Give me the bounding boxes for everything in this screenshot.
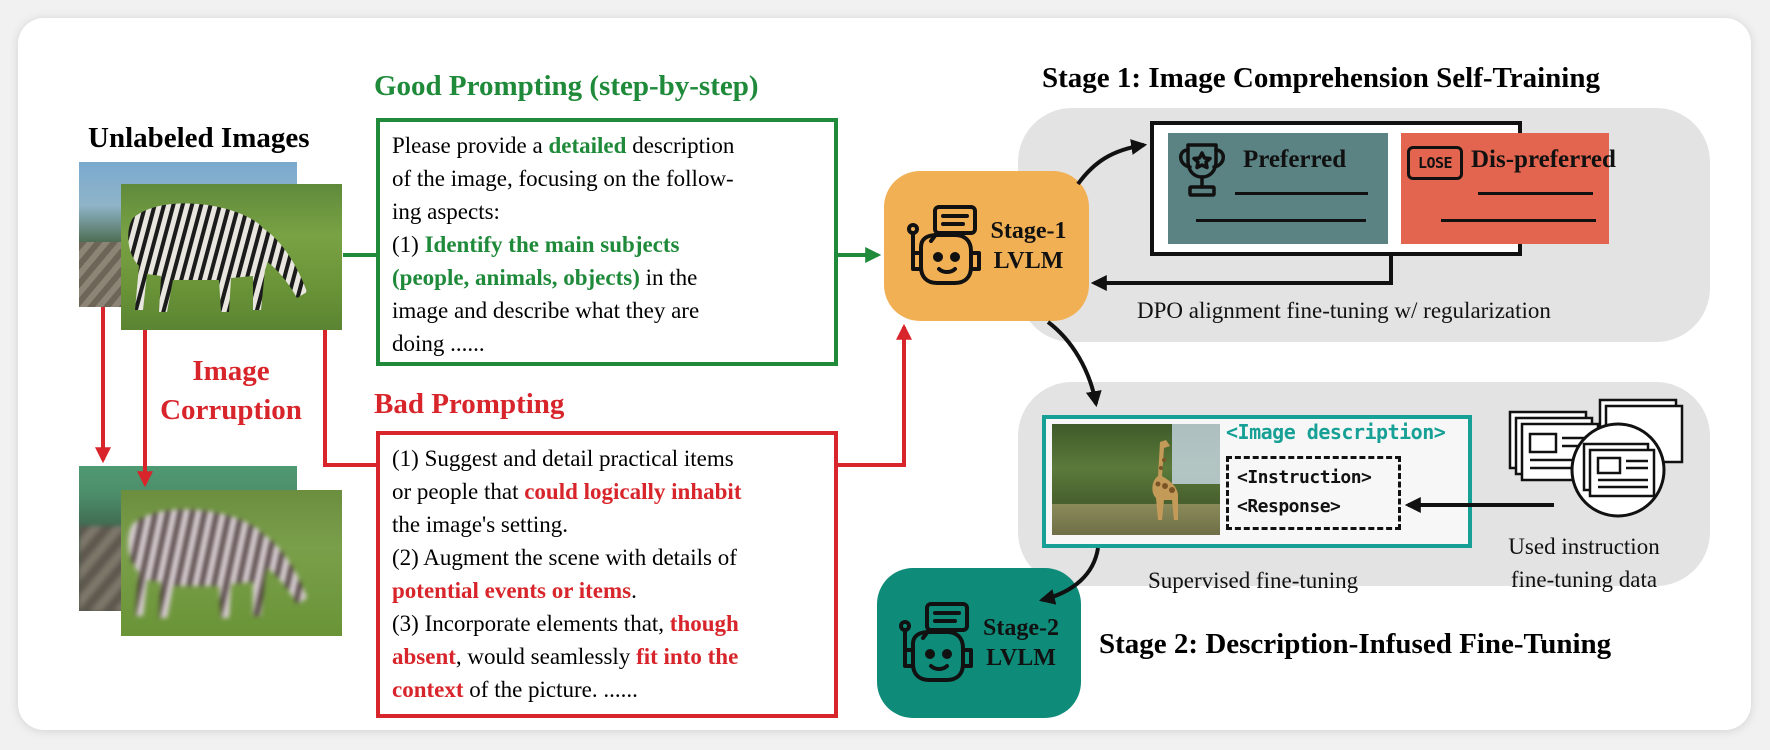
stage2-lvlm-label: Stage-2 LVLM <box>983 613 1059 673</box>
trophy-icon <box>1179 143 1225 197</box>
dispreferred-line-2 <box>1441 219 1596 222</box>
bad-line-2: or people that could logically inhabit <box>392 479 742 504</box>
bad-line-1: (1) Suggest and detail practical items <box>392 446 734 471</box>
lvlm-to-preference-arrow <box>1076 139 1148 186</box>
good-line-5: (people, animals, objects) in the <box>392 265 698 290</box>
unlabeled-images-title: Unlabeled Images <box>88 122 310 154</box>
sft-caption: Supervised fine-tuning <box>1148 568 1359 593</box>
used-data-line-2: fine-tuning data <box>1510 567 1658 592</box>
stage2-lvlm-line1: Stage-2 <box>983 615 1059 641</box>
preferred-line-1 <box>1235 192 1368 195</box>
preferred-line-2 <box>1196 219 1366 222</box>
bad-line-5: potential events or items. <box>392 578 637 603</box>
bad-prompt-box: (1) Suggest and detail practical items o… <box>376 431 838 718</box>
dispreferred-panel: LOSE Dis-preferred <box>1401 133 1616 244</box>
preferred-label: Preferred <box>1243 146 1347 173</box>
stage2-title: Stage 2: Description-Infused Fine-Tuning <box>1099 628 1612 660</box>
dpo-caption: DPO alignment fine-tuning w/ regularizat… <box>1137 298 1551 323</box>
good-line-2: of the image, focusing on the follow- <box>392 166 734 191</box>
good-prompt-box: Please provide a detailed description of… <box>376 118 838 366</box>
image-corruption-label: Image Corruption <box>148 352 314 430</box>
bad-line-4: (2) Augment the scene with details of <box>392 545 737 570</box>
documents-icon <box>1508 398 1684 518</box>
dispreferred-line-1 <box>1478 192 1593 195</box>
corrupted-zebra-image <box>121 490 342 636</box>
corruption-word-1: Image <box>192 355 270 387</box>
bad-line-7: absent, would seamlessly fit into the <box>392 644 739 669</box>
sft-to-stage2-arrow <box>1038 547 1100 605</box>
bad-prompt-to-lvlm-arrow <box>838 323 912 467</box>
used-data-line-1: Used instruction <box>1508 534 1660 559</box>
robot-icon <box>899 602 973 682</box>
good-line-6: image and describe what they are <box>392 298 700 323</box>
response-tag: <Response> <box>1237 496 1341 517</box>
corruption-word-2: Corruption <box>160 394 302 426</box>
image-description-tag: <Image description> <box>1226 420 1446 444</box>
instruction-tag: <Instruction> <box>1237 467 1372 488</box>
lose-badge-text: LOSE <box>1417 154 1453 172</box>
stage1-lvlm-label: Stage-1 LVLM <box>991 216 1067 276</box>
instruction-response-box: <Instruction> <Response> <box>1226 456 1401 530</box>
used-data-caption: Used instruction fine-tuning data <box>1480 530 1688 596</box>
giraffe-image <box>1052 424 1220 535</box>
stage1-to-stage2-arrow <box>1046 320 1102 408</box>
good-line-7: doing ...... <box>392 331 485 356</box>
stage2-lvlm: Stage-2 LVLM <box>877 568 1081 718</box>
stage2-lvlm-line2: LVLM <box>986 645 1056 671</box>
stage1-lvlm-line1: Stage-1 <box>990 218 1067 244</box>
good-line-3: ing aspects: <box>392 199 500 224</box>
stage1-title: Stage 1: Image Comprehension Self-Traini… <box>1042 62 1600 94</box>
bad-prompting-title: Bad Prompting <box>374 388 565 420</box>
preference-to-lvlm-arrow <box>1090 256 1393 291</box>
stage1-lvlm: Stage-1 LVLM <box>884 171 1089 321</box>
good-line-4: (1) Identify the main subjects <box>392 232 680 257</box>
original-zebra-image <box>121 184 342 330</box>
dispreferred-label: Dis-preferred <box>1471 146 1616 173</box>
good-prompting-title: Good Prompting (step-by-step) <box>374 70 759 102</box>
stage1-lvlm-line2: LVLM <box>993 248 1064 274</box>
bad-line-6: (3) Incorporate elements that, though <box>392 611 739 636</box>
preferred-panel: Preferred <box>1168 133 1388 244</box>
image-to-bad-prompt-arrow <box>323 330 376 467</box>
lose-badge-icon: LOSE <box>1407 146 1463 180</box>
good-line-1: Please provide a detailed description <box>392 133 735 158</box>
robot-icon <box>906 205 981 285</box>
bad-line-8: context of the picture. ...... <box>392 677 638 702</box>
bad-line-3: the image's setting. <box>392 512 568 537</box>
